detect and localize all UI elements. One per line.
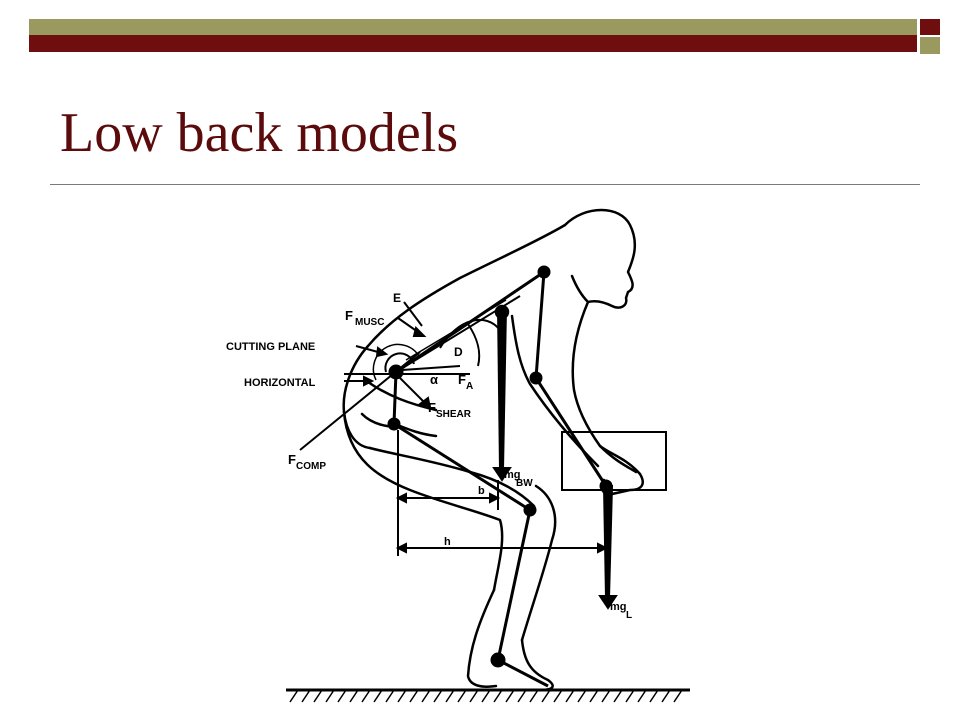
label-e: E: [393, 291, 401, 305]
label-f-musc-sub: MUSC: [355, 317, 384, 328]
label-f-comp-sub: COMP: [296, 461, 326, 472]
label-h: h: [444, 536, 451, 548]
title-divider: [50, 184, 920, 185]
ground: [286, 688, 690, 703]
label-f-a: F: [458, 372, 466, 387]
header-bar-olive: [29, 19, 917, 35]
load-box: [561, 431, 667, 491]
label-f-shear-sub: SHEAR: [436, 409, 472, 420]
label-d: D: [454, 345, 463, 359]
label-f-comp: F: [288, 452, 296, 467]
label-alpha: α: [430, 372, 438, 387]
label-f-musc: F: [345, 308, 353, 323]
label-f-a-sub: A: [466, 381, 473, 392]
label-b: b: [478, 485, 485, 497]
corner-square-olive: [920, 37, 940, 54]
label-horizontal: HORIZONTAL: [244, 377, 316, 389]
corner-square-red: [920, 19, 940, 35]
label-f-shear: F: [428, 400, 436, 415]
label-mg-l: mg: [610, 601, 627, 613]
header-bar-red: [29, 35, 917, 52]
label-cutting-plane: CUTTING PLANE: [226, 341, 315, 353]
label-mg-bw-sub: BW: [516, 478, 533, 489]
force-vectors: [299, 295, 618, 610]
label-mg-bw: mg: [504, 469, 521, 481]
body-silhouette: [342, 208, 644, 692]
slide-title: Low back models: [60, 102, 459, 164]
label-mg-l-sub: L: [626, 610, 632, 621]
